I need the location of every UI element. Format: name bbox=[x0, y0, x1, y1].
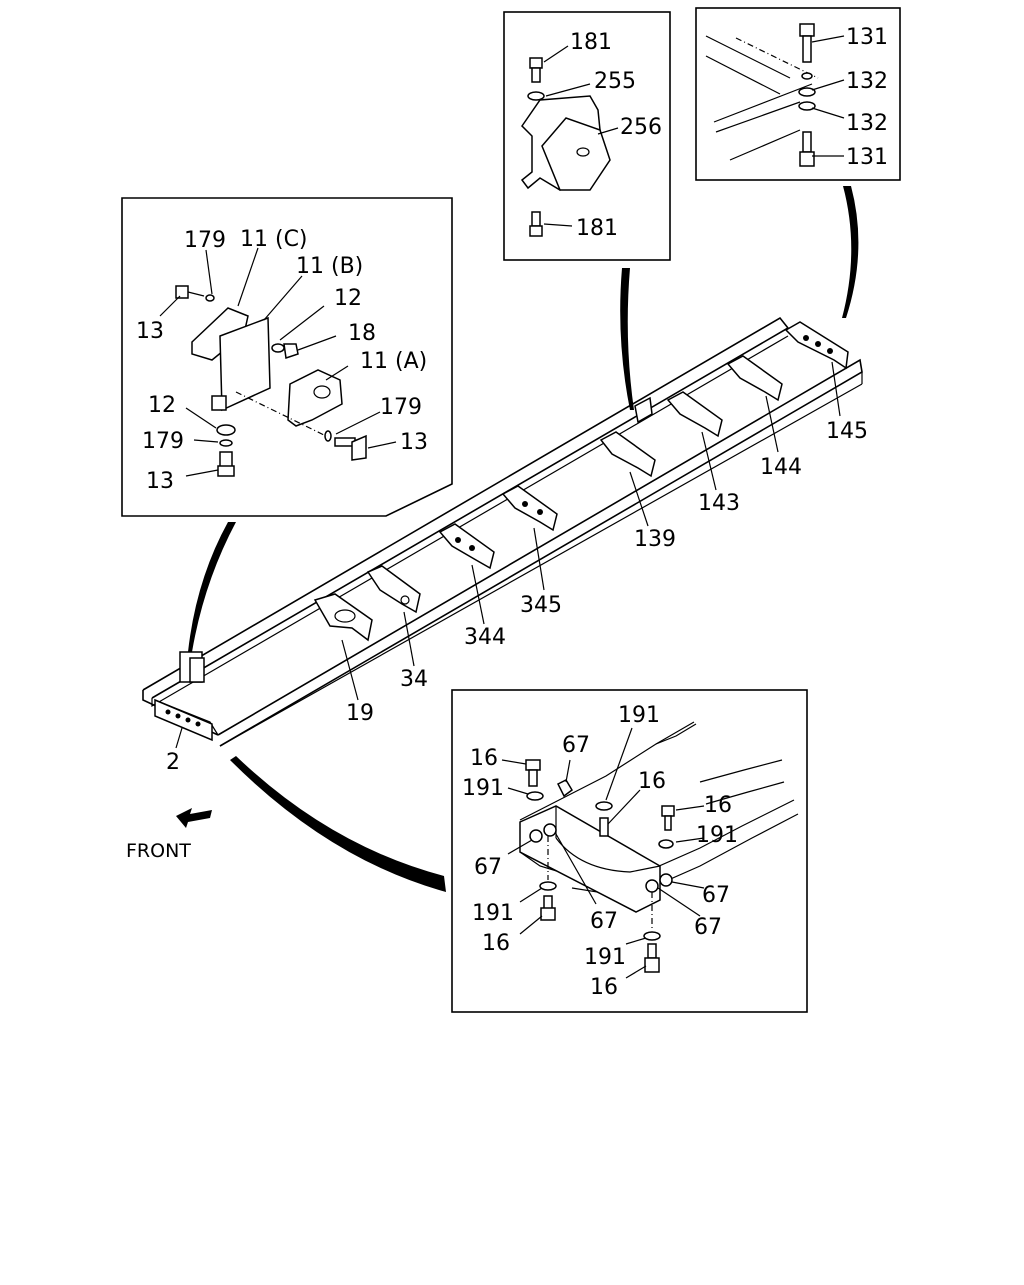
label-part-143: 143 bbox=[698, 491, 740, 516]
crossmember-345 bbox=[501, 485, 558, 532]
label-part-11a: 11 (A) bbox=[360, 349, 427, 374]
label-part-131-b: 131 bbox=[846, 145, 888, 170]
label-part-255: 255 bbox=[594, 69, 636, 94]
label-part-344: 344 bbox=[464, 625, 506, 650]
label-part-13-a: 13 bbox=[136, 319, 164, 344]
inset-front-box bbox=[451, 689, 808, 1013]
callout-swooshes bbox=[188, 186, 859, 892]
crossmember-145 bbox=[784, 321, 849, 370]
label-part-132-a: 132 bbox=[846, 69, 888, 94]
crossmember-139 bbox=[599, 431, 656, 478]
label-part-16-b: 16 bbox=[638, 769, 666, 794]
mount-bracket-icon bbox=[634, 396, 653, 424]
label-part-179-c: 179 bbox=[142, 429, 184, 454]
label-part-67-c: 67 bbox=[702, 883, 730, 908]
label-part-67-a: 67 bbox=[562, 733, 590, 758]
label-part-191-c: 191 bbox=[696, 823, 738, 848]
inset-mount-box bbox=[503, 11, 671, 261]
label-part-2: 2 bbox=[166, 750, 180, 775]
label-part-12-a: 12 bbox=[334, 286, 362, 311]
front-label: FRONT bbox=[126, 840, 191, 862]
label-part-12-b: 12 bbox=[148, 393, 176, 418]
label-part-11b: 11 (B) bbox=[296, 254, 363, 279]
label-part-181-a: 181 bbox=[570, 30, 612, 55]
inset-bracket-box bbox=[121, 197, 453, 517]
label-part-179-a: 179 bbox=[184, 228, 226, 253]
label-part-13-c: 13 bbox=[146, 469, 174, 494]
label-part-191-a: 191 bbox=[618, 703, 660, 728]
label-part-345: 345 bbox=[520, 593, 562, 618]
label-part-131-a: 131 bbox=[846, 25, 888, 50]
label-part-191-b: 191 bbox=[462, 776, 504, 801]
label-part-16-e: 16 bbox=[590, 975, 618, 1000]
chassis-frame bbox=[142, 316, 863, 749]
label-part-132-b: 132 bbox=[846, 111, 888, 136]
label-part-16-a: 16 bbox=[470, 746, 498, 771]
crossmember-344 bbox=[438, 523, 495, 570]
front-arrow-icon bbox=[176, 808, 212, 828]
label-part-181-b: 181 bbox=[576, 216, 618, 241]
crossmember-144 bbox=[726, 355, 783, 402]
crossmember-34 bbox=[366, 565, 421, 614]
label-part-67-d: 67 bbox=[590, 909, 618, 934]
label-part-67-b: 67 bbox=[474, 855, 502, 880]
label-part-191-e: 191 bbox=[584, 945, 626, 970]
label-part-19: 19 bbox=[346, 701, 374, 726]
label-part-13-b: 13 bbox=[400, 430, 428, 455]
label-part-67-e: 67 bbox=[694, 915, 722, 940]
front-bracket-icon bbox=[179, 651, 205, 683]
label-part-144: 144 bbox=[760, 455, 802, 480]
label-part-34: 34 bbox=[400, 667, 428, 692]
label-part-191-d: 191 bbox=[472, 901, 514, 926]
crossmember-143 bbox=[666, 391, 723, 438]
inset-crossmember-bolt-box bbox=[695, 7, 901, 181]
crossmember-19 bbox=[313, 593, 373, 642]
label-part-16-c: 16 bbox=[704, 793, 732, 818]
label-part-11c: 11 (C) bbox=[240, 227, 308, 252]
label-part-256: 256 bbox=[620, 115, 662, 140]
label-part-139: 139 bbox=[634, 527, 676, 552]
label-part-145: 145 bbox=[826, 419, 868, 444]
label-part-18: 18 bbox=[348, 321, 376, 346]
label-part-179-b: 179 bbox=[380, 395, 422, 420]
label-part-16-d: 16 bbox=[482, 931, 510, 956]
